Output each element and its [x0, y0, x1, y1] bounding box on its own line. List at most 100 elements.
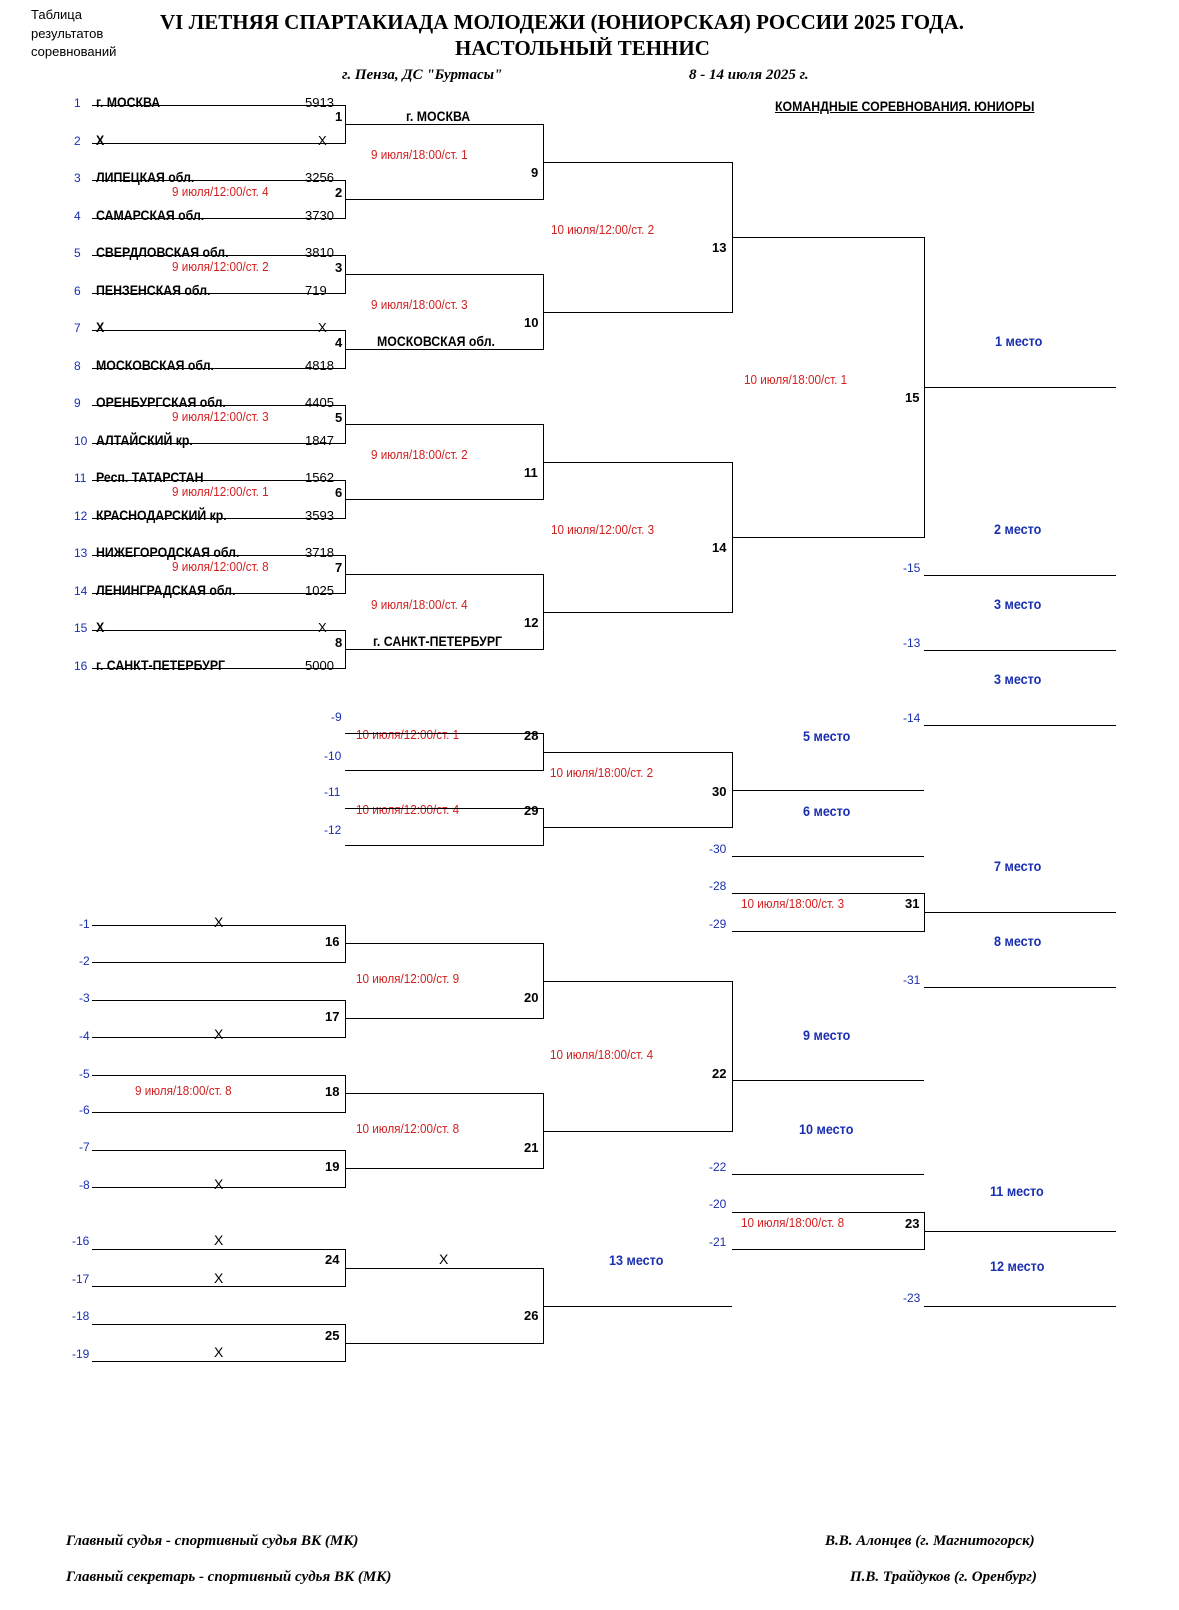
- team-name: Х: [96, 132, 105, 148]
- place-label: 2 место: [994, 521, 1042, 537]
- team-name: ПЕНЗЕНСКАЯ обл.: [96, 282, 211, 298]
- loser-ref: -28: [709, 879, 727, 893]
- loser-ref: -18: [72, 1309, 90, 1323]
- place-label: 3 место: [994, 596, 1042, 612]
- bracket-line: [92, 555, 345, 556]
- venue: г. Пенза, ДС "Буртасы": [342, 67, 503, 83]
- team-rating: 3718: [305, 545, 334, 560]
- chief-judge-name: В.В. Алонцев (г. Магнитогорск): [825, 1533, 1035, 1549]
- match-number: 10: [524, 315, 539, 330]
- bracket-line: [92, 180, 345, 181]
- team-rating: 1847: [305, 433, 334, 448]
- loser-ref: -31: [903, 973, 921, 987]
- bracket-line: [92, 1000, 345, 1001]
- match-schedule: 10 июля/18:00/ст. 8: [741, 1215, 845, 1230]
- loser-ref: -20: [709, 1197, 727, 1211]
- match-number: 7: [335, 560, 343, 575]
- bracket-line: [732, 1249, 924, 1250]
- match-schedule: 10 июля/12:00/ст. 4: [356, 802, 460, 817]
- match-number: 31: [905, 896, 920, 911]
- bracket-line: [92, 1249, 345, 1250]
- loser-ref: -29: [709, 917, 727, 931]
- loser-ref: -19: [72, 1347, 90, 1361]
- bracket-line: [345, 199, 543, 200]
- match-schedule: 10 июля/12:00/ст. 9: [356, 971, 460, 986]
- bracket-line: [732, 981, 733, 1132]
- match-number: 13: [712, 240, 727, 255]
- team-rating: 3256: [305, 170, 334, 185]
- team-rating: 3593: [305, 508, 334, 523]
- bracket-line: [345, 733, 543, 734]
- team-name: ОРЕНБУРГСКАЯ обл.: [96, 394, 226, 410]
- bracket-line: [543, 462, 732, 463]
- team-rating: Х: [318, 133, 327, 148]
- seed-number: 12: [74, 509, 88, 523]
- bracket-line: [732, 790, 924, 791]
- chief-judge-role: Главный судья - спортивный судья ВК (МК): [66, 1533, 359, 1549]
- bracket-line: [345, 1150, 346, 1188]
- match-schedule: 9 июля/18:00/ст. 8: [135, 1083, 232, 1098]
- chief-secretary-role: Главный секретарь - спортивный судья ВК …: [66, 1569, 392, 1585]
- bracket-line: [345, 1168, 543, 1169]
- bracket-line: [543, 827, 732, 828]
- team-name: КРАСНОДАРСКИЙ кр.: [96, 507, 227, 523]
- bracket-line: [92, 593, 345, 594]
- loser-ref: -4: [79, 1029, 90, 1043]
- match-number: 12: [524, 615, 539, 630]
- bracket-line: [92, 368, 345, 369]
- bracket-line: [92, 1324, 345, 1325]
- bye-mark: Х: [439, 1251, 449, 1267]
- bracket-line: [345, 1075, 346, 1113]
- bracket-line: [92, 405, 345, 406]
- loser-ref: -16: [72, 1234, 90, 1248]
- match-schedule: 10 июля/18:00/ст. 1: [744, 372, 848, 387]
- team-rating: 5913: [305, 95, 334, 110]
- bracket-line: [345, 808, 543, 809]
- bracket-line: [92, 105, 345, 106]
- seed-number: 13: [74, 546, 88, 560]
- page-subtitle: НАСТОЛЬНЫЙ ТЕННИС: [455, 36, 710, 60]
- bracket-line: [92, 480, 345, 481]
- bracket-line: [92, 1112, 345, 1113]
- match-schedule: 9 июля/18:00/ст. 3: [371, 297, 468, 312]
- team-name: АЛТАЙСКИЙ кр.: [96, 432, 193, 448]
- dates: 8 - 14 июля 2025 г.: [689, 67, 809, 83]
- bracket-line: [543, 312, 732, 313]
- seed-number: 9: [74, 396, 81, 410]
- match-number: 9: [531, 165, 539, 180]
- corner-label-line2: результатов: [31, 26, 104, 41]
- bracket-line: [924, 987, 1116, 988]
- bye-mark: Х: [214, 1270, 224, 1286]
- bracket-line: [92, 293, 345, 294]
- team-rating: 5000: [305, 658, 334, 673]
- bracket-line: [543, 162, 732, 163]
- seed-number: 2: [74, 134, 81, 148]
- bracket-line: [924, 1306, 1116, 1307]
- bracket-line: [92, 1361, 345, 1362]
- seed-number: 4: [74, 209, 81, 223]
- team-name: Х: [96, 319, 105, 335]
- loser-ref: -15: [903, 561, 921, 575]
- bracket-line: [543, 752, 732, 753]
- team-name: Респ. ТАТАРСТАН: [96, 469, 204, 485]
- loser-ref: -1: [79, 917, 90, 931]
- match-schedule: 10 июля/12:00/ст. 2: [551, 222, 655, 237]
- round2-winner: МОСКОВСКАЯ обл.: [377, 333, 495, 349]
- bracket-line: [924, 650, 1116, 651]
- seed-number: 5: [74, 246, 81, 260]
- bracket-line: [92, 443, 345, 444]
- bracket-line: [92, 1187, 345, 1188]
- bracket-line: [345, 1018, 543, 1019]
- loser-ref: -9: [331, 710, 342, 724]
- bracket-line: [543, 981, 732, 982]
- loser-ref: -13: [903, 636, 921, 650]
- match-number: 11: [524, 465, 538, 480]
- bracket-line: [92, 962, 345, 963]
- team-name: ЛИПЕЦКАЯ обл.: [96, 169, 195, 185]
- match-number: 20: [524, 990, 539, 1005]
- bracket-line: [92, 1286, 345, 1287]
- place-label: 7 место: [994, 858, 1042, 874]
- match-number: 25: [325, 1328, 340, 1343]
- bracket-line: [732, 537, 924, 538]
- match-number: 5: [335, 410, 343, 425]
